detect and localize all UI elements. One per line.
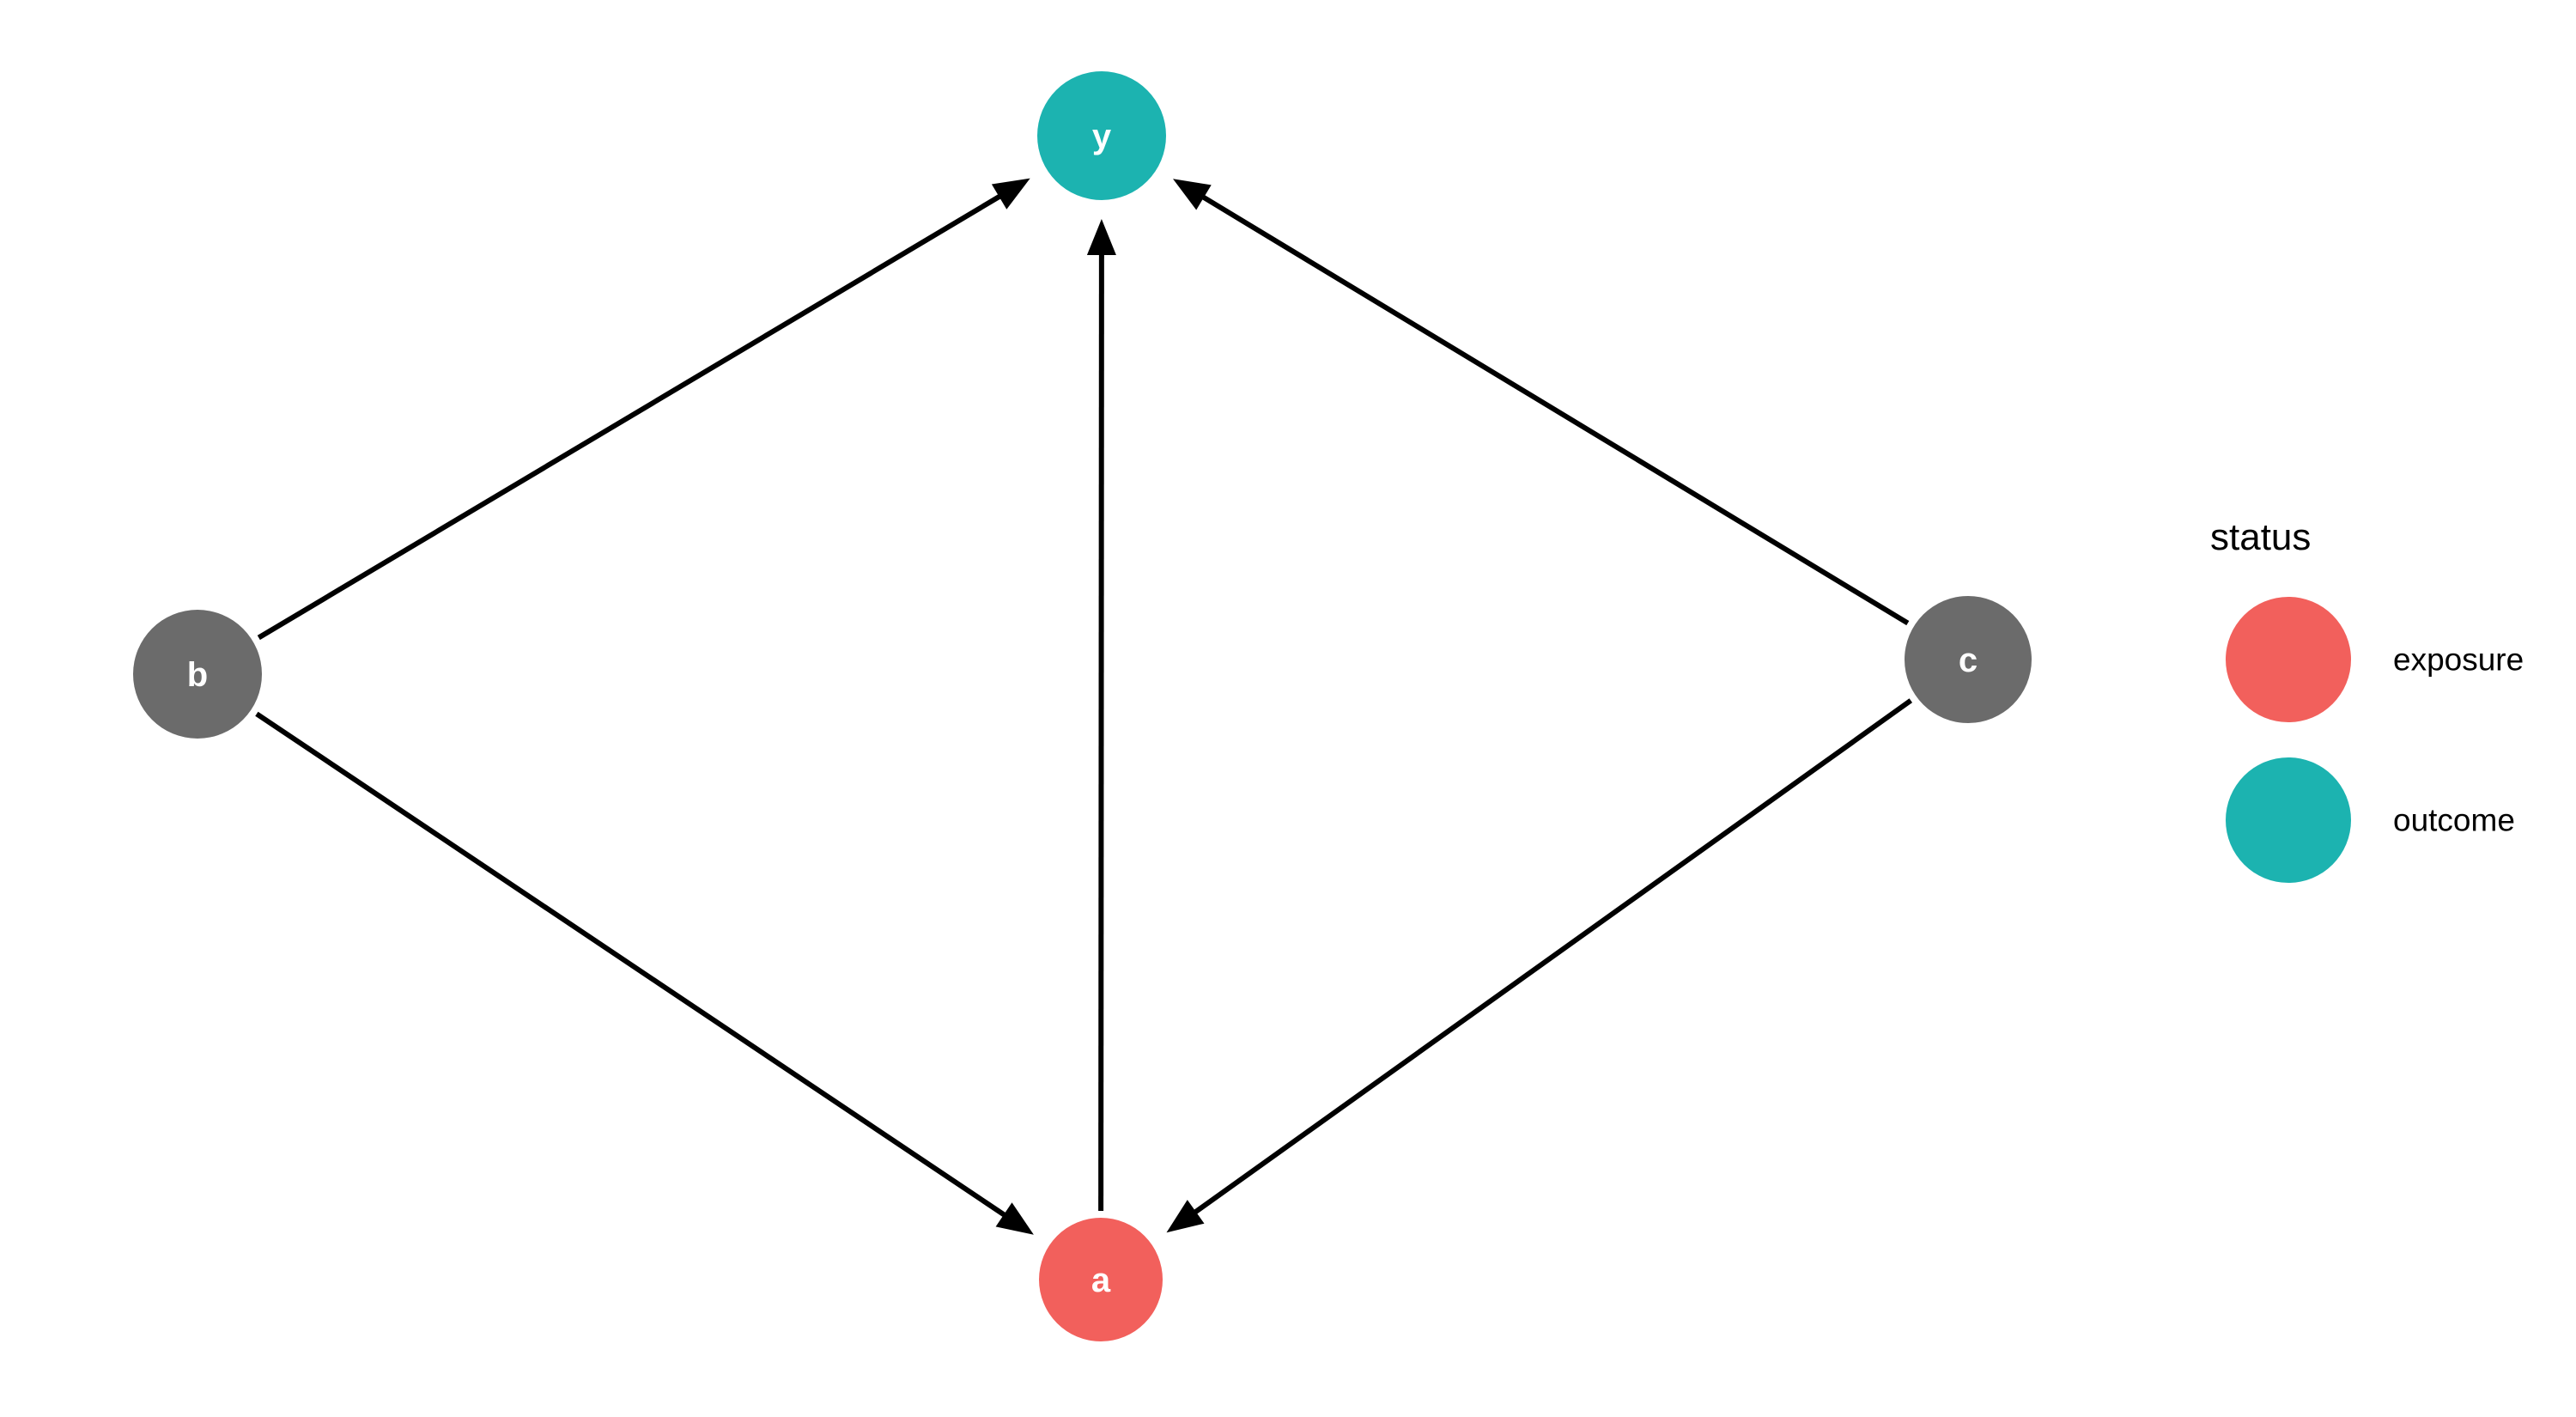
edge-layer — [255, 178, 1913, 1235]
legend-swatch-exposure[interactable] — [2226, 597, 2351, 722]
node-circle-b[interactable] — [133, 610, 262, 739]
node-label-y: y — [1092, 118, 1112, 155]
legend-swatch-outcome[interactable] — [2226, 757, 2351, 883]
arrowhead-b-y — [991, 178, 1030, 210]
edge-line-c-a — [1190, 698, 1913, 1217]
node-y[interactable]: y — [1037, 71, 1166, 200]
node-label-c: c — [1959, 642, 1978, 679]
node-layer: y b c a — [133, 71, 2032, 1341]
node-b[interactable]: b — [133, 610, 262, 739]
arrowhead-a-y — [1086, 219, 1116, 255]
legend-title: status — [2210, 516, 2311, 558]
node-a[interactable]: a — [1039, 1218, 1163, 1341]
legend-label-exposure: exposure — [2393, 642, 2524, 678]
edge-b-to-y — [257, 178, 1030, 641]
edge-line-c-y — [1198, 192, 1910, 626]
legend: status exposure outcome — [2210, 516, 2524, 883]
edge-c-to-y — [1173, 179, 1910, 626]
node-label-a: a — [1091, 1262, 1111, 1299]
legend-item-exposure[interactable]: exposure — [2226, 597, 2524, 722]
arrowhead-c-y — [1173, 179, 1212, 210]
legend-item-outcome[interactable]: outcome — [2226, 757, 2515, 883]
arrowhead-c-a — [1166, 1200, 1205, 1233]
edge-a-to-y — [1086, 219, 1116, 1212]
node-circle-c[interactable] — [1905, 596, 2032, 723]
edge-line-a-y — [1098, 249, 1104, 1212]
node-label-b: b — [187, 656, 208, 694]
node-circle-y[interactable] — [1037, 71, 1166, 200]
edge-c-to-a — [1166, 698, 1913, 1233]
arrowhead-b-a — [995, 1202, 1034, 1235]
legend-label-outcome: outcome — [2393, 803, 2515, 838]
edge-line-b-a — [255, 711, 1010, 1220]
edge-line-b-y — [257, 192, 1005, 641]
node-c[interactable]: c — [1905, 596, 2032, 723]
edge-b-to-a — [255, 711, 1034, 1235]
node-circle-a[interactable] — [1039, 1218, 1163, 1341]
